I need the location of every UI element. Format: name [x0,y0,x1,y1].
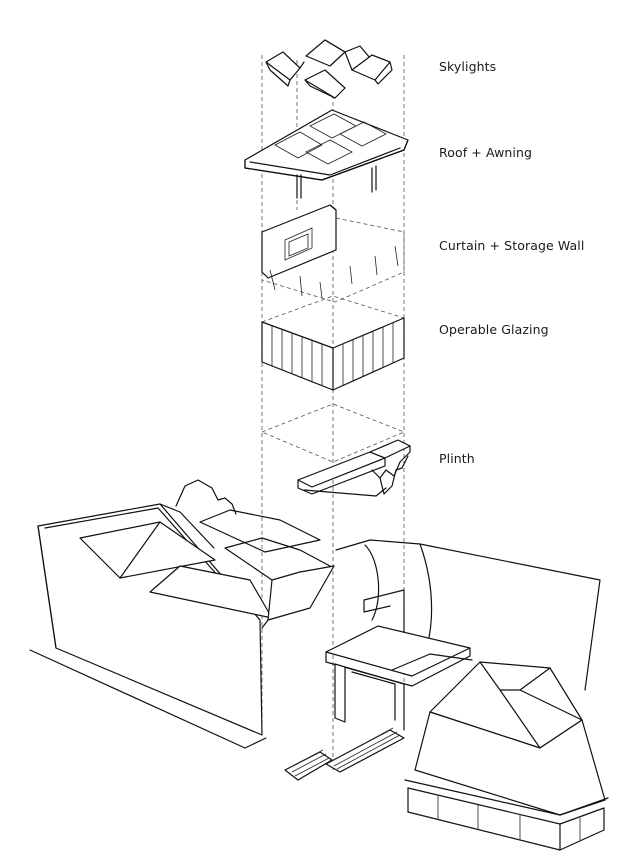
curtain-wall-layer [261,204,405,303]
roof-layer [244,109,409,199]
plinth-layer [260,403,411,497]
label-curtain-storage-wall: Curtain + Storage Wall [439,238,585,253]
context-building [29,479,601,781]
skylights-layer [265,39,393,99]
label-roof-awning: Roof + Awning [439,145,533,160]
assembled-pavilion [325,625,473,731]
glazing-layer [261,295,405,391]
neighbor-house [404,661,609,851]
label-skylights: Skylights [439,59,497,74]
label-plinth: Plinth [439,451,475,466]
label-operable-glazing: Operable Glazing [439,322,549,337]
